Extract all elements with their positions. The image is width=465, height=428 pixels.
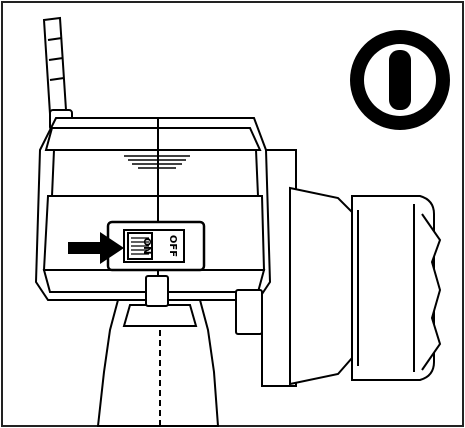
steering-wheel (261, 149, 442, 387)
switch-on-label: ON (141, 238, 152, 255)
power-on-icon (350, 30, 450, 130)
grip-handle (96, 299, 220, 427)
transmitter-body (34, 117, 272, 301)
power-switch[interactable]: ON OFF (106, 220, 206, 272)
arrow-right-icon (68, 232, 124, 264)
body-tabs (145, 275, 263, 335)
power-switch-knob-ridges (131, 237, 149, 255)
vent-grille (124, 155, 190, 169)
switch-off-label: OFF (167, 235, 178, 257)
